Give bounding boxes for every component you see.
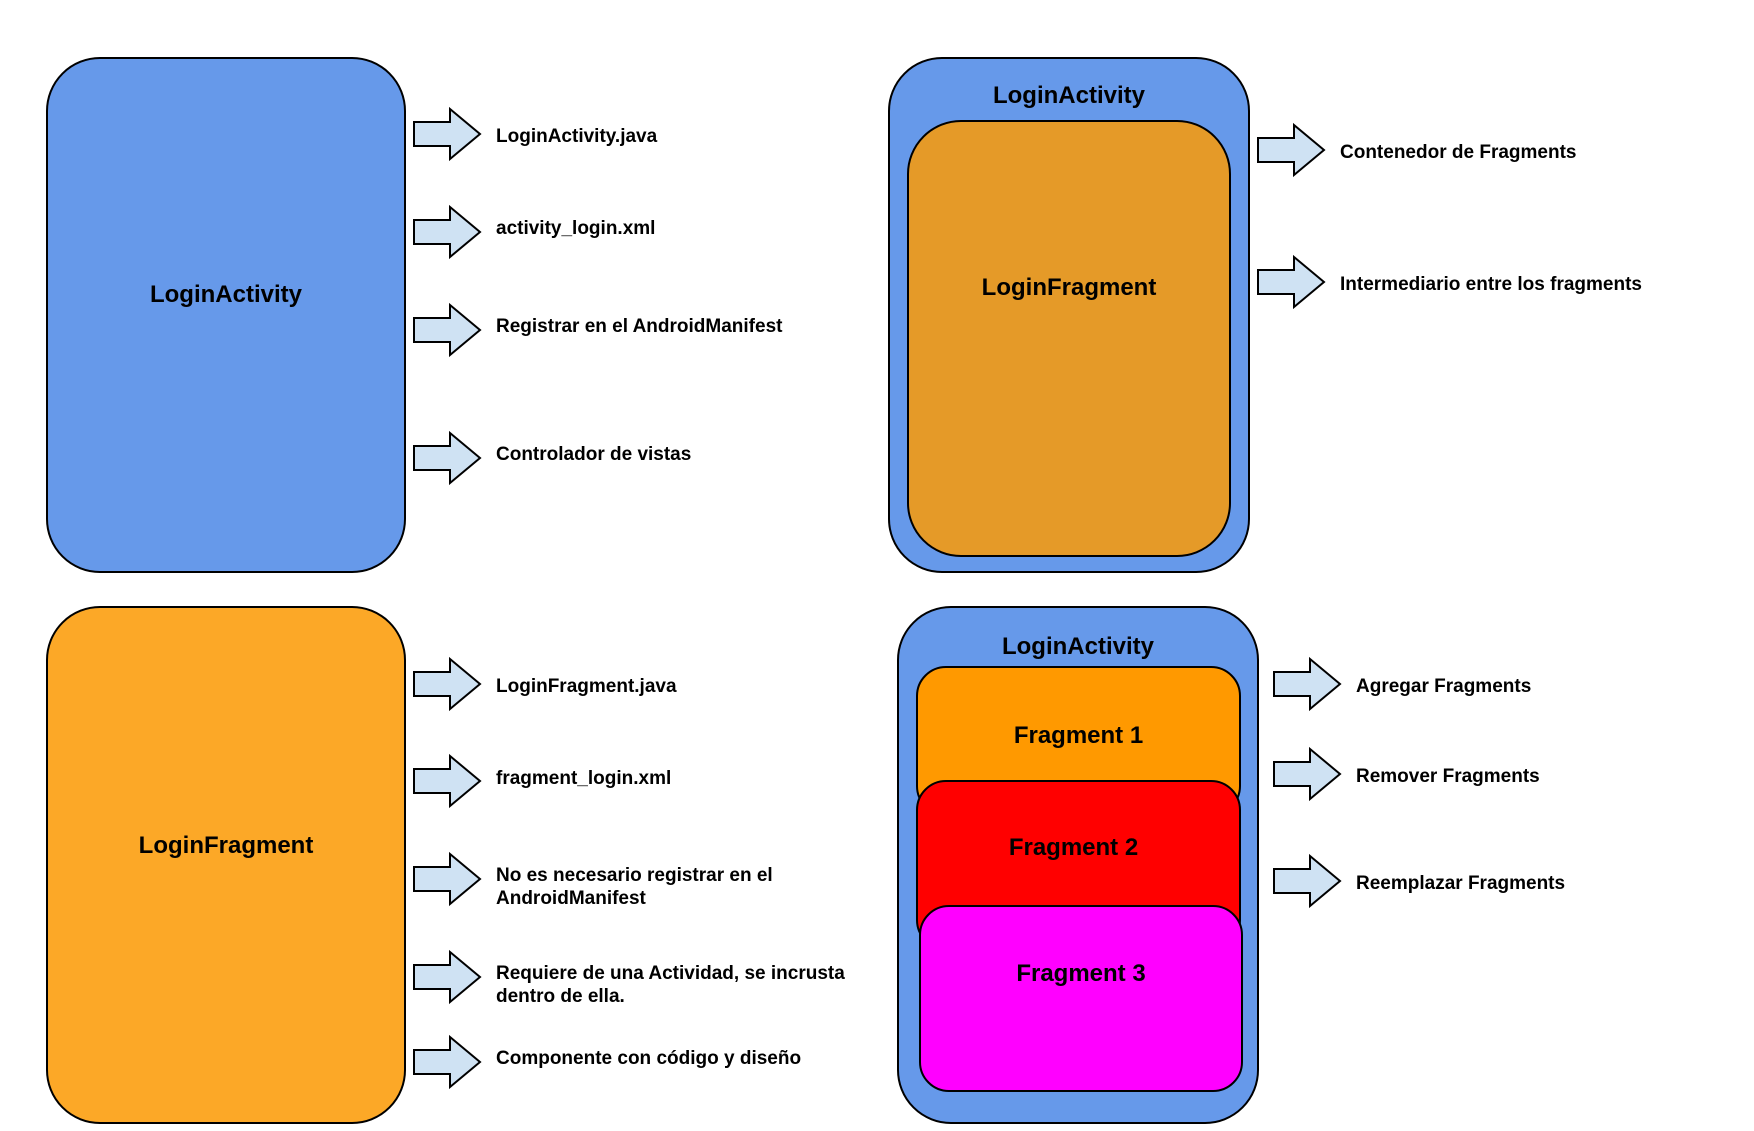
right-arrow-icon <box>1257 254 1326 310</box>
fragment-item-java: LoginFragment.java <box>496 676 677 697</box>
activity-item-manifest: Registrar en el AndroidManifest <box>496 316 783 337</box>
login-fragment-box: LoginFragment <box>46 606 406 1124</box>
stack-item-remover: Remover Fragments <box>1356 766 1540 787</box>
right-arrow-icon <box>413 851 482 907</box>
right-arrow-icon <box>1257 122 1326 178</box>
stack-item-agregar: Agregar Fragments <box>1356 676 1532 697</box>
login-activity-box: LoginActivity <box>46 57 406 573</box>
right-arrow-icon <box>413 1034 482 1090</box>
activity-item-xml: activity_login.xml <box>496 218 656 239</box>
right-arrow-icon <box>413 753 482 809</box>
fragment-item-manifest-line1: No es necesario registrar en el <box>496 865 773 886</box>
fragment-item-manifest-line2: AndroidManifest <box>496 888 646 909</box>
login-activity-title: LoginActivity <box>149 281 302 308</box>
right-arrow-icon <box>413 430 482 486</box>
inner-fragment-title: LoginFragment <box>981 274 1157 301</box>
fragment-1-title: Fragment 1 <box>1013 722 1144 749</box>
right-arrow-icon <box>1273 746 1342 802</box>
activity-item-controller: Controlador de vistas <box>496 444 692 465</box>
fragment-item-actividad-line2: dentro de ella. <box>496 986 625 1007</box>
fragment-item-actividad-line1: Requiere de una Actividad, se incrusta <box>496 963 845 984</box>
right-arrow-icon <box>413 106 482 162</box>
activity-item-java: LoginActivity.java <box>496 126 658 147</box>
fragment-3-title: Fragment 3 <box>1016 960 1146 987</box>
container-item-contenedor: Contenedor de Fragments <box>1340 142 1577 163</box>
stack-item-reemplazar: Reemplazar Fragments <box>1356 873 1566 894</box>
fragment-item-xml: fragment_login.xml <box>496 768 672 789</box>
login-fragment-title: LoginFragment <box>138 832 314 859</box>
activity-container-title: LoginActivity <box>992 82 1145 109</box>
right-arrow-icon <box>413 656 482 712</box>
right-arrow-icon <box>413 302 482 358</box>
activity-stack-title: LoginActivity <box>1001 633 1154 660</box>
fragment-2-title: Fragment 2 <box>1008 834 1139 861</box>
fragment-3-box: Fragment 3 <box>919 905 1243 1092</box>
right-arrow-icon <box>1273 656 1342 712</box>
fragment-item-componente: Componente con código y diseño <box>496 1048 802 1069</box>
container-item-intermediario: Intermediario entre los fragments <box>1340 274 1642 295</box>
right-arrow-icon <box>1273 853 1342 909</box>
right-arrow-icon <box>413 204 482 260</box>
inner-fragment-box: LoginFragment <box>907 120 1231 557</box>
right-arrow-icon <box>413 949 482 1005</box>
